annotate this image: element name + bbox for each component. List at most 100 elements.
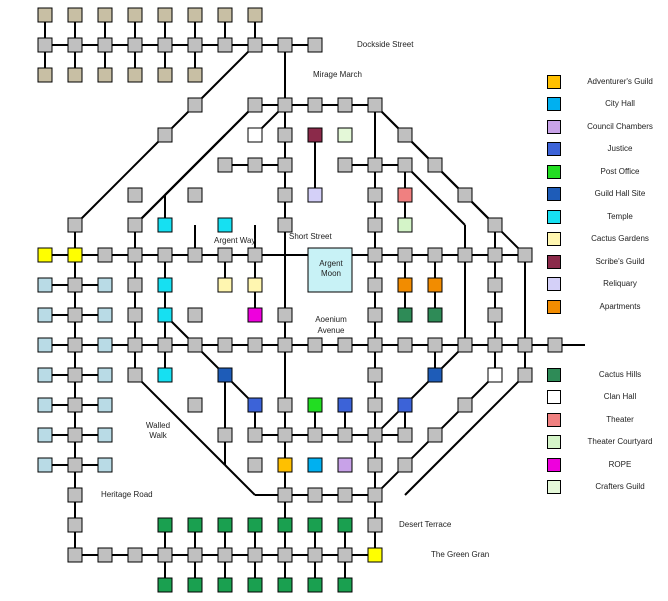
room-node[interactable] — [547, 337, 563, 353]
room-node[interactable] — [337, 487, 353, 503]
room-node[interactable] — [217, 247, 233, 263]
farm-node[interactable] — [187, 517, 203, 533]
farm-node[interactable] — [187, 577, 203, 593]
room-node[interactable] — [247, 547, 263, 563]
room-node[interactable] — [67, 517, 83, 533]
room-node[interactable] — [97, 37, 113, 53]
justice-node[interactable] — [247, 397, 263, 413]
room-node[interactable] — [67, 277, 83, 293]
farm-node[interactable] — [217, 517, 233, 533]
outer-pad-node[interactable] — [97, 307, 113, 323]
room-node[interactable] — [367, 217, 383, 233]
outer-pad-node[interactable] — [97, 277, 113, 293]
room-node[interactable] — [307, 337, 323, 353]
room-node[interactable] — [187, 247, 203, 263]
room-node[interactable] — [217, 547, 233, 563]
room-node[interactable] — [487, 277, 503, 293]
residence-node[interactable] — [247, 7, 263, 23]
outer-pad-node[interactable] — [97, 367, 113, 383]
argent-moon-node[interactable] — [307, 247, 353, 293]
room-node[interactable] — [397, 457, 413, 473]
outer-pad-node[interactable] — [97, 397, 113, 413]
room-node[interactable] — [247, 157, 263, 173]
outer-pad-node[interactable] — [37, 397, 53, 413]
room-node[interactable] — [457, 247, 473, 263]
room-node[interactable] — [307, 487, 323, 503]
outer-pad-node[interactable] — [37, 427, 53, 443]
gate-node[interactable] — [367, 547, 383, 563]
temple-node[interactable] — [157, 217, 173, 233]
farm-node[interactable] — [157, 517, 173, 533]
room-node[interactable] — [487, 307, 503, 323]
room-node[interactable] — [307, 427, 323, 443]
residence-node[interactable] — [187, 67, 203, 83]
room-node[interactable] — [97, 247, 113, 263]
cactus-gardens-node[interactable] — [217, 277, 233, 293]
room-node[interactable] — [67, 37, 83, 53]
room-node[interactable] — [277, 127, 293, 143]
temple-node[interactable] — [157, 367, 173, 383]
room-node[interactable] — [67, 427, 83, 443]
residence-node[interactable] — [127, 7, 143, 23]
outer-pad-node[interactable] — [37, 337, 53, 353]
cactus-hills-node[interactable] — [427, 307, 443, 323]
room-node[interactable] — [187, 337, 203, 353]
farm-node[interactable] — [337, 577, 353, 593]
room-node[interactable] — [187, 187, 203, 203]
justice-node[interactable] — [397, 397, 413, 413]
room-node[interactable] — [157, 547, 173, 563]
room-node[interactable] — [277, 217, 293, 233]
farm-node[interactable] — [247, 517, 263, 533]
room-node[interactable] — [157, 337, 173, 353]
farm-node[interactable] — [247, 577, 263, 593]
room-node[interactable] — [337, 97, 353, 113]
room-node[interactable] — [277, 487, 293, 503]
room-node[interactable] — [367, 457, 383, 473]
room-node[interactable] — [277, 307, 293, 323]
room-node[interactable] — [127, 277, 143, 293]
theater-node[interactable] — [397, 187, 413, 203]
room-node[interactable] — [367, 157, 383, 173]
residence-node[interactable] — [67, 67, 83, 83]
room-node[interactable] — [517, 337, 533, 353]
room-node[interactable] — [157, 247, 173, 263]
room-node[interactable] — [517, 247, 533, 263]
room-node[interactable] — [247, 457, 263, 473]
room-node[interactable] — [127, 217, 143, 233]
residence-node[interactable] — [97, 7, 113, 23]
council-chambers-node[interactable] — [337, 457, 353, 473]
room-node[interactable] — [307, 547, 323, 563]
room-node[interactable] — [367, 397, 383, 413]
room-node[interactable] — [427, 157, 443, 173]
room-node[interactable] — [187, 397, 203, 413]
room-node[interactable] — [337, 427, 353, 443]
room-node[interactable] — [337, 547, 353, 563]
room-node[interactable] — [247, 247, 263, 263]
room-node[interactable] — [127, 37, 143, 53]
room-node[interactable] — [67, 337, 83, 353]
room-node[interactable] — [127, 547, 143, 563]
room-node[interactable] — [307, 97, 323, 113]
cactus-hills-node[interactable] — [397, 307, 413, 323]
room-node[interactable] — [37, 37, 53, 53]
room-node[interactable] — [127, 307, 143, 323]
room-node[interactable] — [217, 37, 233, 53]
guild-hall-site-node[interactable] — [217, 367, 233, 383]
room-node[interactable] — [217, 427, 233, 443]
apartments-node[interactable] — [427, 277, 443, 293]
room-node[interactable] — [67, 367, 83, 383]
room-node[interactable] — [247, 37, 263, 53]
residence-node[interactable] — [97, 67, 113, 83]
room-node[interactable] — [457, 397, 473, 413]
room-node[interactable] — [217, 157, 233, 173]
room-node[interactable] — [307, 37, 323, 53]
outer-pad-node[interactable] — [37, 277, 53, 293]
room-node[interactable] — [187, 547, 203, 563]
residence-node[interactable] — [127, 67, 143, 83]
apartments-node[interactable] — [397, 277, 413, 293]
residence-node[interactable] — [217, 7, 233, 23]
farm-node[interactable] — [307, 577, 323, 593]
room-node[interactable] — [67, 397, 83, 413]
room-node[interactable] — [67, 547, 83, 563]
room-node[interactable] — [397, 427, 413, 443]
